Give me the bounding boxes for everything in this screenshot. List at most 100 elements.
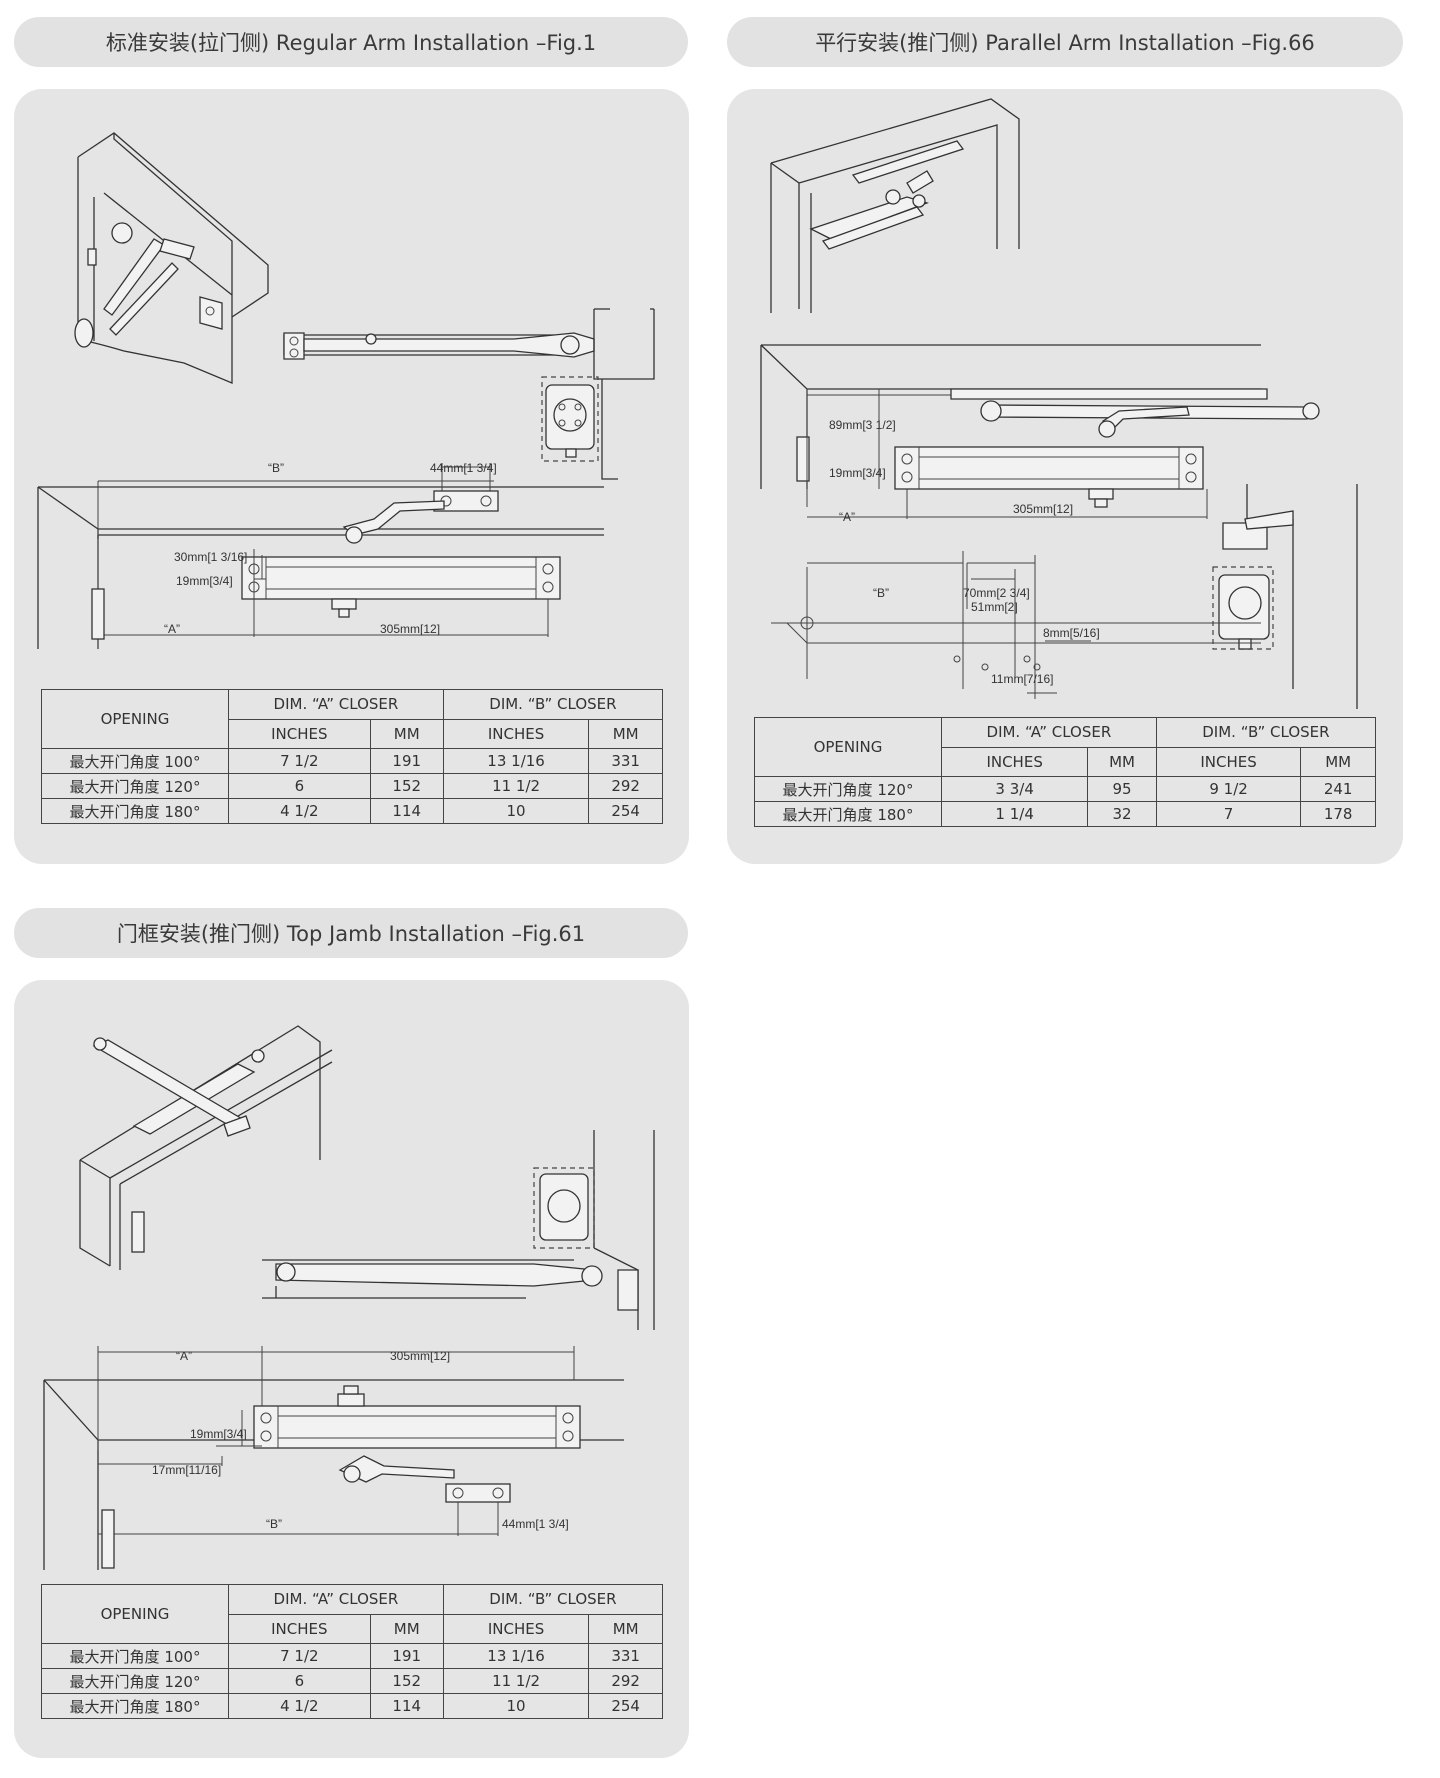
table-row: 最大开门角度 100° 7 1/2 191 13 1/16 331 <box>41 1643 663 1669</box>
a-mm: 191 <box>369 748 444 774</box>
fig61-panel: “A” 305mm[12] 19mm[3/4] 17mm[11/16] “B” … <box>14 980 689 1758</box>
fig1-th-dimb: DIM. “B” CLOSER <box>442 689 664 720</box>
a-mm: 95 <box>1087 776 1157 802</box>
fig61-th-dimb: DIM. “B” CLOSER <box>442 1584 664 1615</box>
fig1-th-b-inches: INCHES <box>442 718 590 749</box>
fig66-th-dimb: DIM. “B” CLOSER <box>1155 717 1377 748</box>
fig61-dim-17: 17mm[11/16] <box>152 1463 221 1477</box>
b-mm: 241 <box>1300 776 1376 802</box>
b-inches: 11 1/2 <box>442 1668 590 1694</box>
fig1-dim-a: “A” <box>164 622 180 636</box>
fig66-th-a-inches: INCHES <box>940 746 1089 777</box>
b-mm: 254 <box>588 1693 663 1719</box>
b-mm: 292 <box>588 773 663 799</box>
fig1-dim-44: 44mm[1 3/4] <box>430 461 497 475</box>
fig66-dim-8: 8mm[5/16] <box>1043 626 1100 640</box>
fig1-template-view <box>37 463 604 649</box>
fig61-th-a-inches: INCHES <box>228 1613 371 1644</box>
fig66-dim-305: 305mm[12] <box>1013 502 1073 516</box>
fig61-th-a-mm: MM <box>369 1613 444 1644</box>
fig1-dim-30: 30mm[1 3/16] <box>174 550 247 564</box>
fig1-th-opening: OPENING <box>41 689 229 749</box>
a-mm: 152 <box>369 1668 444 1694</box>
fig66-th-opening: OPENING <box>754 717 942 777</box>
row-label: 最大开门角度 100° <box>41 1643 229 1669</box>
fig1-drawing: “B” 44mm[1 3/4] 30mm[1 3/16] 19mm[3/4] “… <box>37 132 655 649</box>
fig1-title: 标准安装(拉门侧) Regular Arm Installation –Fig.… <box>14 17 688 67</box>
row-label: 最大开门角度 180° <box>41 798 229 824</box>
a-mm: 114 <box>369 798 444 824</box>
a-inches: 7 1/2 <box>228 1643 371 1669</box>
fig66-th-dima: DIM. “A” CLOSER <box>941 717 1157 748</box>
fig1-title-text: 标准安装(拉门侧) Regular Arm Installation –Fig.… <box>105 31 597 55</box>
fig1-arm-view <box>283 308 655 480</box>
fig66-side-detail <box>1212 484 1358 709</box>
b-mm: 254 <box>588 798 663 824</box>
fig1-th-b-mm: MM <box>588 718 663 749</box>
fig66-th-b-inches: INCHES <box>1155 746 1302 777</box>
fig66-template <box>771 551 1261 699</box>
fig61-iso-sketch <box>79 1025 333 1270</box>
b-inches: 10 <box>442 1693 590 1719</box>
b-inches: 11 1/2 <box>442 773 590 799</box>
fig61-dim-44: 44mm[1 3/4] <box>502 1517 569 1531</box>
fig1-table: OPENING DIM. “A” CLOSER DIM. “B” CLOSER … <box>41 689 664 824</box>
table-row: 最大开门角度 100° 7 1/2 191 13 1/16 331 <box>41 748 663 774</box>
b-mm: 292 <box>588 1668 663 1694</box>
fig1-th-a-mm: MM <box>369 718 444 749</box>
fig66-dim-a: “A” <box>839 510 855 524</box>
a-inches: 1 1/4 <box>940 801 1089 827</box>
b-mm: 178 <box>1300 801 1376 827</box>
fig66-title: 平行安装(推门侧) Parallel Arm Installation –Fig… <box>727 17 1403 67</box>
fig1-th-a-inches: INCHES <box>228 718 371 749</box>
a-inches: 7 1/2 <box>228 748 371 774</box>
fig1-dim-305: 305mm[12] <box>380 622 440 636</box>
fig66-th-a-mm: MM <box>1087 746 1157 777</box>
b-mm: 331 <box>588 1643 663 1669</box>
fig66-dim-70: 70mm[2 3/4] <box>963 586 1030 600</box>
fig66-dim-11: 11mm[7/16] <box>991 672 1053 686</box>
fig66-th-b-mm: MM <box>1300 746 1376 777</box>
a-inches: 3 3/4 <box>940 776 1089 802</box>
fig61-th-b-mm: MM <box>588 1613 663 1644</box>
row-label: 最大开门角度 180° <box>41 1693 229 1719</box>
fig66-dim-89: 89mm[3 1/2] <box>829 418 896 432</box>
row-label: 最大开门角度 120° <box>41 1668 229 1694</box>
row-label: 最大开门角度 180° <box>754 801 942 827</box>
fig66-dim-19: 19mm[3/4] <box>829 466 886 480</box>
fig61-dim-b: “B” <box>266 1517 282 1531</box>
fig61-th-dima: DIM. “A” CLOSER <box>228 1584 444 1615</box>
table-row: 最大开门角度 120° 3 3/4 95 9 1/2 241 <box>754 776 1376 802</box>
a-inches: 4 1/2 <box>228 1693 371 1719</box>
fig66-elevation <box>760 344 1320 519</box>
a-inches: 4 1/2 <box>228 798 371 824</box>
row-label: 最大开门角度 120° <box>41 773 229 799</box>
a-mm: 32 <box>1087 801 1157 827</box>
table-row: 最大开门角度 120° 6 152 11 1/2 292 <box>41 773 663 799</box>
row-label: 最大开门角度 120° <box>754 776 942 802</box>
fig66-title-text: 平行安装(推门侧) Parallel Arm Installation –Fig… <box>815 31 1315 55</box>
fig61-dim-a: “A” <box>176 1349 192 1363</box>
fig61-th-b-inches: INCHES <box>442 1613 590 1644</box>
b-inches: 13 1/16 <box>442 748 590 774</box>
fig61-arm-view <box>262 1130 655 1330</box>
fig61-title: 门框安装(推门侧) Top Jamb Installation –Fig.61 <box>14 908 688 958</box>
fig66-dim-b: “B” <box>873 586 889 600</box>
a-inches: 6 <box>228 773 371 799</box>
fig1-panel: “B” 44mm[1 3/4] 30mm[1 3/16] 19mm[3/4] “… <box>14 89 689 864</box>
b-inches: 9 1/2 <box>1155 776 1302 802</box>
fig66-table: OPENING DIM. “A” CLOSER DIM. “B” CLOSER … <box>754 717 1377 827</box>
fig66-drawing: 89mm[3 1/2] 19mm[3/4] “A” 305mm[12] “B” … <box>760 98 1358 709</box>
a-mm: 114 <box>369 1693 444 1719</box>
a-mm: 152 <box>369 773 444 799</box>
fig61-dim-19: 19mm[3/4] <box>190 1427 247 1441</box>
fig66-panel: 89mm[3 1/2] 19mm[3/4] “A” 305mm[12] “B” … <box>727 89 1403 864</box>
table-row: 最大开门角度 180° 4 1/2 114 10 254 <box>41 798 663 824</box>
fig61-th-opening: OPENING <box>41 1584 229 1644</box>
b-mm: 331 <box>588 748 663 774</box>
fig66-dim-51: 51mm[2] <box>971 600 1018 614</box>
fig1-th-dima: DIM. “A” CLOSER <box>228 689 444 720</box>
a-mm: 191 <box>369 1643 444 1669</box>
table-row: 最大开门角度 180° 4 1/2 114 10 254 <box>41 1693 663 1719</box>
b-inches: 13 1/16 <box>442 1643 590 1669</box>
